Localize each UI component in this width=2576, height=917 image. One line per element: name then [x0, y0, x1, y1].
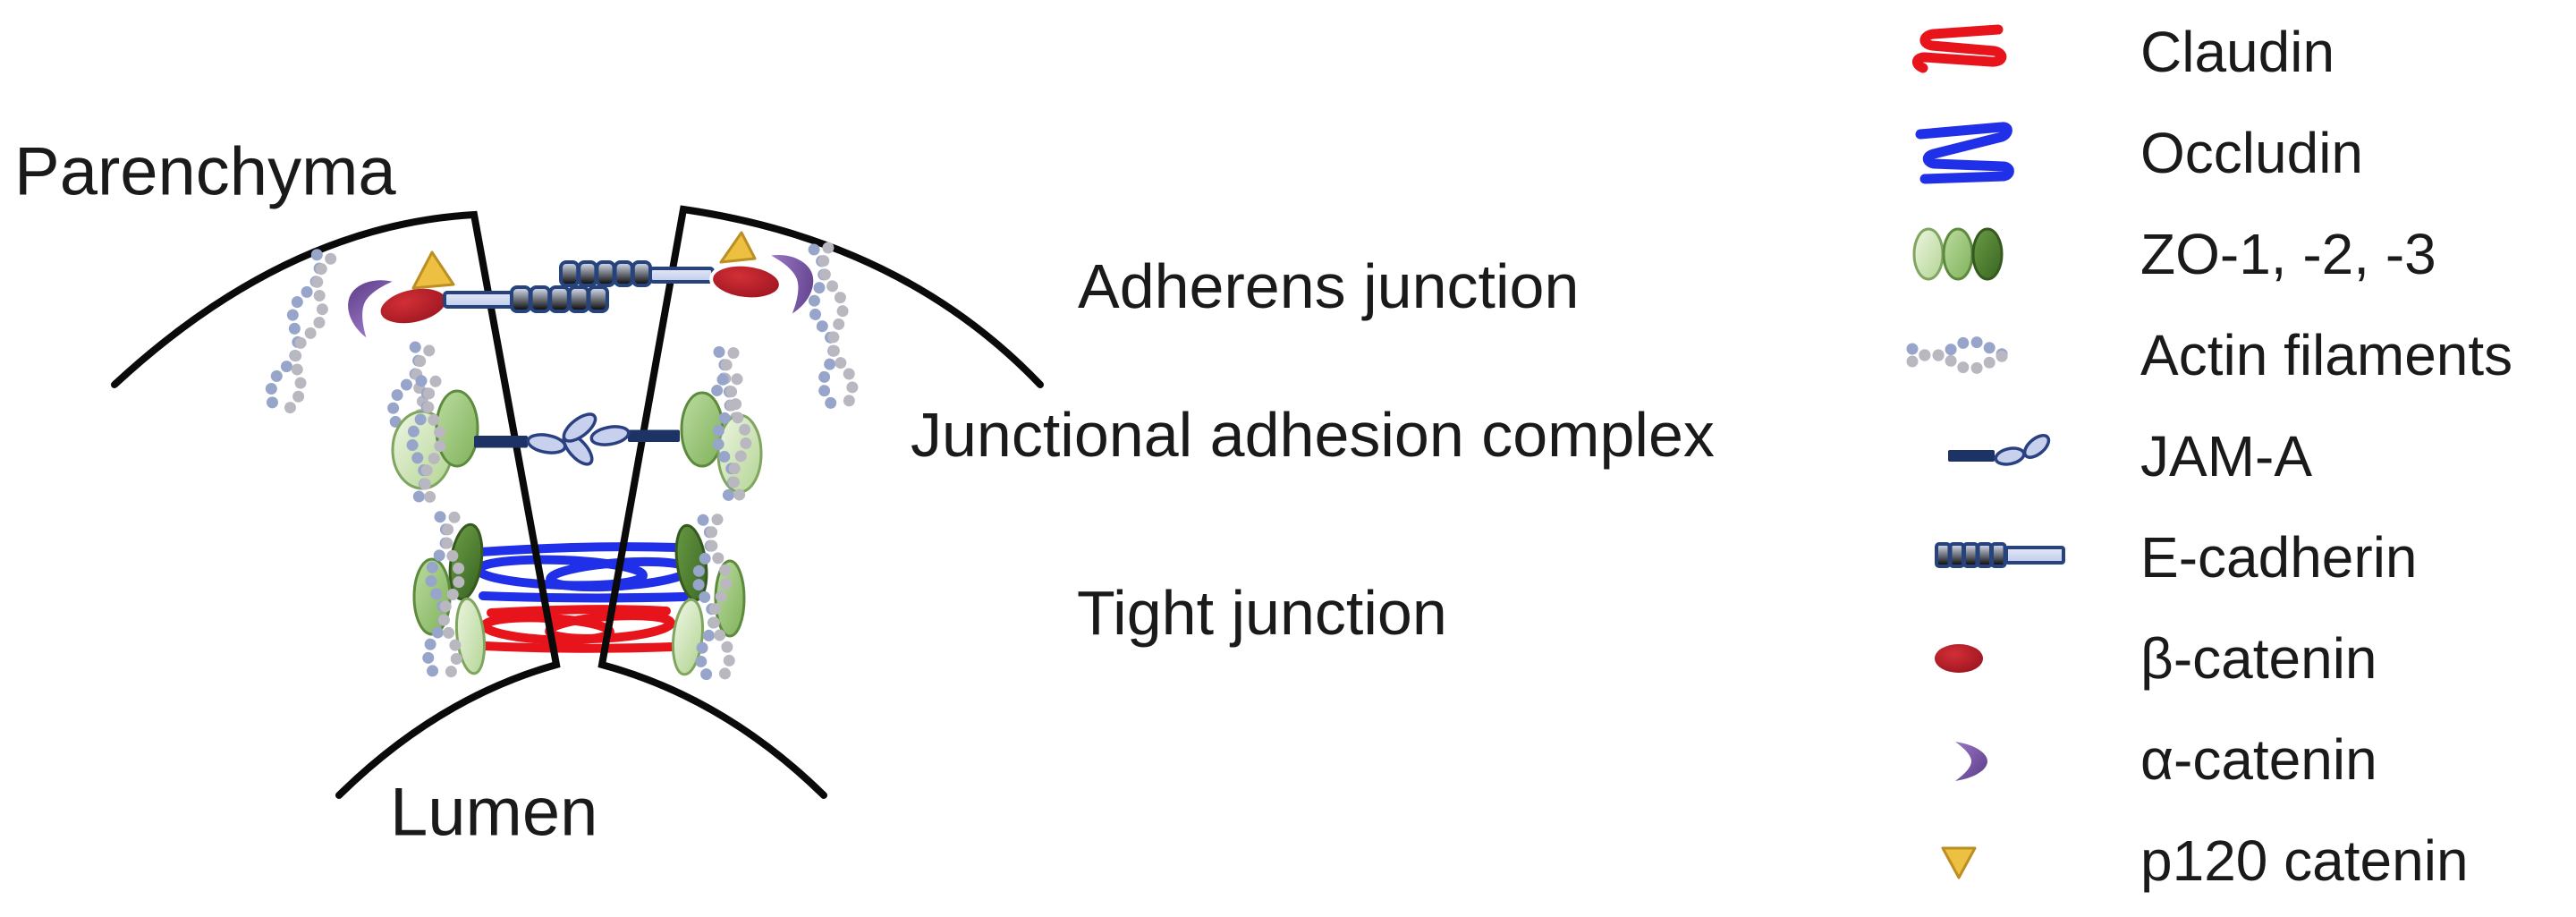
- claudin-strands: [480, 605, 677, 653]
- e-cadherin-rod-right: [648, 267, 715, 284]
- legend-label: Claudin: [2140, 20, 2334, 84]
- e-cadherin-rod-left: [443, 291, 516, 309]
- legend-row-claudin: Claudin: [1912, 20, 2334, 84]
- right-cell-membrane: [597, 205, 1044, 799]
- beta-catenin-right: [709, 262, 783, 301]
- beta-catenin-icon: [1935, 644, 1983, 673]
- legend-row-jam-a: JAM-A: [1948, 424, 2312, 488]
- jam-a-icon: [1948, 434, 2051, 466]
- legend-row-e-cadherin: E-cadherin: [1935, 525, 2418, 590]
- p120-catenin-icon: [1941, 846, 1977, 879]
- tight-junction: [412, 516, 746, 677]
- actin-filament: [267, 253, 337, 412]
- e-cadherin-icon: [1935, 542, 2065, 568]
- junctional-adhesion-complex-label: Junctional adhesion complex: [911, 400, 1715, 470]
- jam-a-right: [562, 412, 680, 446]
- occludin-icon: [1915, 122, 2014, 184]
- legend-label: E-cadherin: [2140, 525, 2418, 590]
- tight-junction-label: Tight junction: [1077, 578, 1447, 648]
- legend-label: α-catenin: [2140, 727, 2377, 792]
- alpha-catenin-icon: [1955, 742, 1987, 781]
- legend-row-occludin: Occludin: [1915, 121, 2363, 185]
- occludin-strands: [474, 542, 694, 603]
- legend: Claudin Occludin ZO-1, -2, -3 Actin fila…: [1906, 20, 2512, 893]
- e-cadherin-segments-left: [510, 285, 610, 313]
- actin-filament: [807, 247, 854, 407]
- e-cadherin-segments-right: [559, 260, 652, 287]
- zo-proteins-icon: [1912, 227, 2004, 281]
- adherens-junction-label: Adherens junction: [1078, 251, 1579, 321]
- legend-label: ZO-1, -2, -3: [2140, 222, 2436, 286]
- zo-protein: [454, 597, 487, 675]
- left-cell-membrane: [111, 210, 561, 799]
- legend-row-zo: ZO-1, -2, -3: [1912, 222, 2436, 286]
- claudin-icon: [1912, 24, 2007, 73]
- p120-catenin-left: [411, 250, 455, 290]
- legend-row-alpha-catenin: α-catenin: [1955, 727, 2377, 792]
- legend-label: p120 catenin: [2140, 828, 2469, 893]
- legend-label: JAM-A: [2140, 424, 2312, 488]
- lumen-label: Lumen: [390, 775, 597, 851]
- legend-label: β-catenin: [2140, 626, 2377, 691]
- legend-row-beta-catenin: β-catenin: [1935, 626, 2377, 691]
- legend-row-actin: Actin filaments: [1906, 323, 2512, 387]
- legend-row-p120-catenin: p120 catenin: [1941, 828, 2469, 893]
- parenchyma-label: Parenchyma: [14, 134, 396, 210]
- zo-protein: [671, 598, 705, 676]
- legend-label: Occludin: [2140, 121, 2363, 185]
- p120-catenin-right: [719, 231, 757, 264]
- legend-label: Actin filaments: [2140, 323, 2512, 387]
- actin-filaments-icon: [1906, 335, 2021, 375]
- adherens-junction: [267, 231, 854, 432]
- tight-junction-strands: [474, 542, 694, 653]
- junctional-adhesion-complex: [391, 378, 763, 499]
